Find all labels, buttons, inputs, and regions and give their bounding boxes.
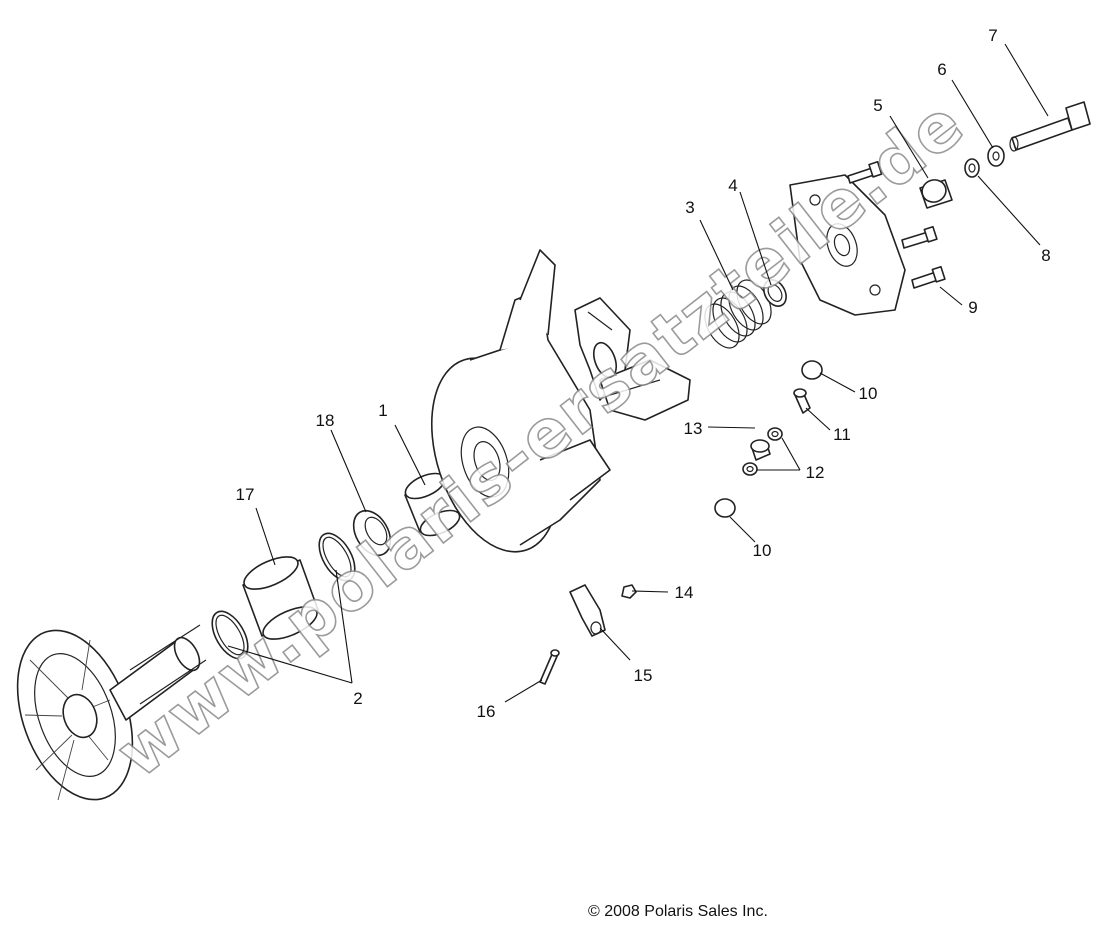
part-14-nut xyxy=(621,584,637,599)
part-2-snap-rings xyxy=(211,532,356,660)
spider-arm-assembly xyxy=(574,297,691,421)
callout-15: 15 xyxy=(634,666,653,685)
part-5-spacer xyxy=(919,179,953,209)
fixed-sheave-shaft xyxy=(16,624,207,801)
callout-8: 8 xyxy=(1041,246,1050,265)
part-15-cam-weight xyxy=(569,584,606,637)
callout-5: 5 xyxy=(873,96,882,115)
callout-7: 7 xyxy=(988,26,997,45)
leader-lines xyxy=(227,43,1049,703)
part-10-rollers xyxy=(714,360,823,518)
callout-13: 13 xyxy=(684,419,703,438)
callout-18: 18 xyxy=(316,411,335,430)
moveable-sheave xyxy=(430,249,611,553)
part-6-washer xyxy=(987,145,1005,167)
callout-17: 17 xyxy=(236,485,255,504)
callout-6: 6 xyxy=(937,60,946,79)
callout-12: 12 xyxy=(806,463,825,482)
part-4-bushing xyxy=(763,279,787,307)
callout-9: 9 xyxy=(968,298,977,317)
part-17-spacer-sleeve xyxy=(242,556,319,640)
callout-2: 2 xyxy=(353,689,362,708)
part-8-washer xyxy=(964,158,980,178)
callout-1: 1 xyxy=(378,401,387,420)
callout-10-upper: 10 xyxy=(859,384,878,403)
cover-plate xyxy=(789,174,906,316)
callout-14: 14 xyxy=(675,583,694,602)
callout-4: 4 xyxy=(728,176,737,195)
part-18-seal xyxy=(352,509,392,557)
part-16-pin xyxy=(539,649,560,685)
callout-10-lower: 10 xyxy=(753,541,772,560)
copyright-notice: © 2008 Polaris Sales Inc. xyxy=(588,903,768,920)
callout-11: 11 xyxy=(833,425,851,444)
callout-16: 16 xyxy=(477,702,496,721)
part-11-pin xyxy=(793,388,811,414)
part-12-13-cam-hardware xyxy=(742,427,783,476)
callout-3: 3 xyxy=(685,198,694,217)
cover-bolts xyxy=(847,160,946,289)
part-7-bolt xyxy=(1009,101,1091,152)
